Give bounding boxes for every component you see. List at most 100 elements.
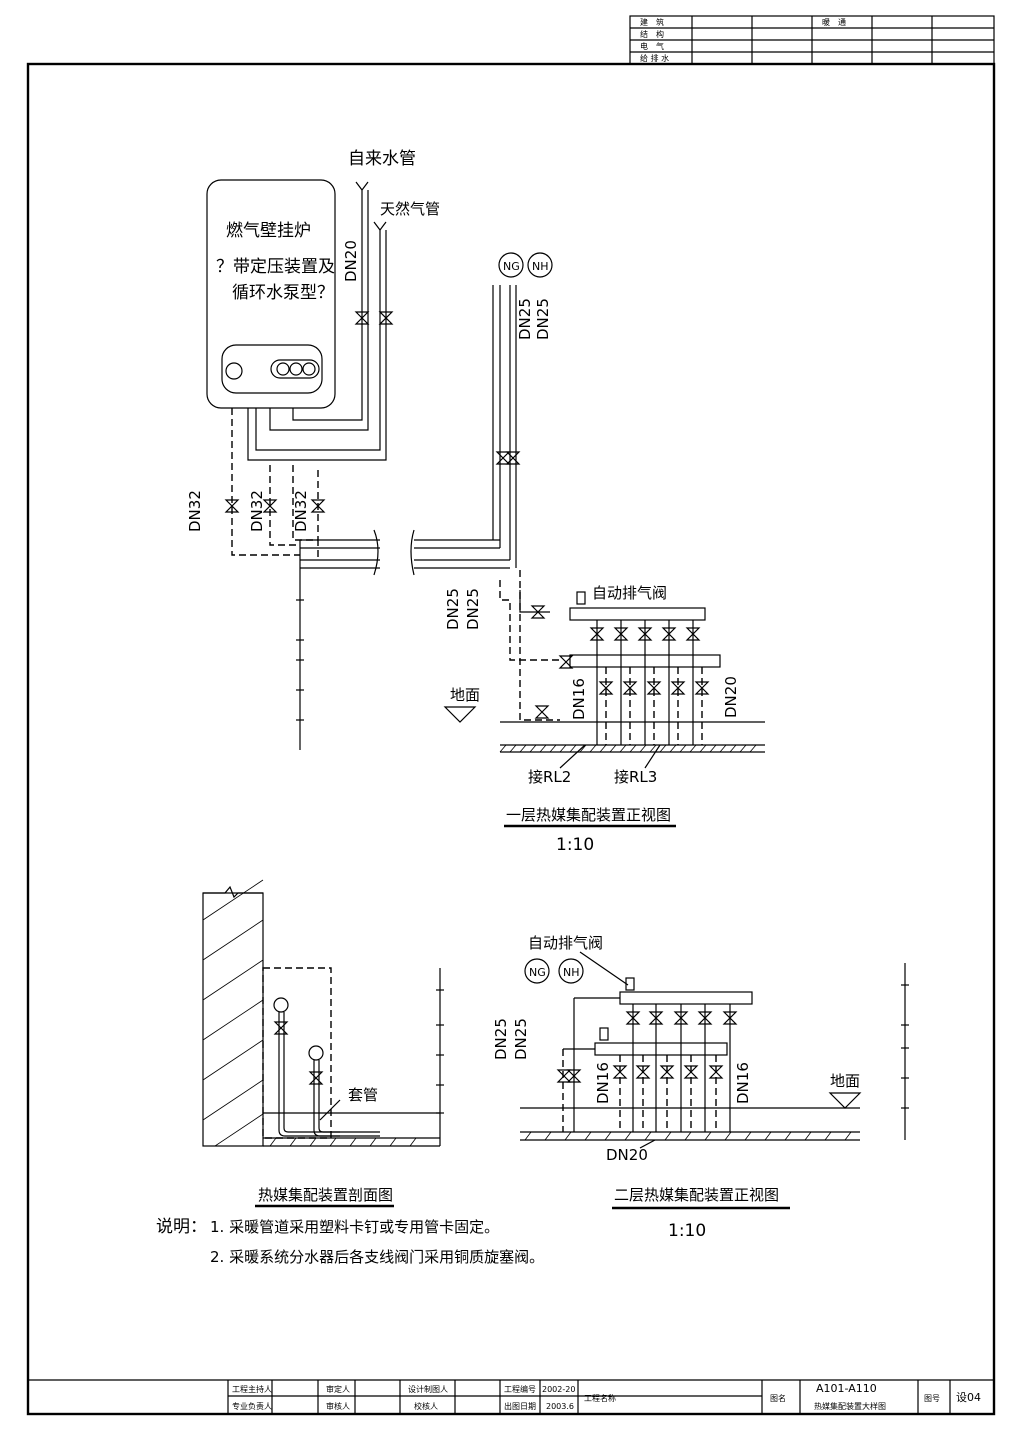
valve-icon [556,1069,572,1083]
boiler-knob-icon [276,362,290,376]
pressure-gauge-icon [308,1045,324,1061]
water-pipe-label: 自来水管 [348,149,416,169]
connect-rl3-label: 接RL3 [614,768,657,786]
valve-icon [378,311,394,325]
nh-marker [558,958,584,984]
dn25-label-2: DN25 [534,298,552,340]
nh-label-2: NH [563,966,580,979]
floor1-manifold-view: NG NH DN25 DN25 DN25 DN25 自动排气阀 [443,252,765,855]
tb-sheet-no-label: 图号 [924,1394,940,1403]
dn25-label-5: DN25 [492,1018,510,1060]
tb-discipline-lead: 专业负责人 [232,1401,272,1411]
valve-icon [310,499,326,513]
tb-drawing-name-label: 图名 [770,1393,786,1403]
wall [202,892,264,1147]
boiler-desc-1: ？带定压装置及 [216,257,335,277]
tb-project-lead: 工程主持人 [232,1384,272,1394]
tb-date-label: 出图日期 [504,1401,536,1411]
valve-icon [273,1021,289,1035]
section-view: 套管 热媒集配装置剖面图 [202,879,444,1208]
tb-project-no-label: 工程编号 [504,1384,536,1394]
tb-project-no: 2002-20 [542,1385,575,1394]
pressure-gauge-icon [273,997,289,1013]
dn32-label-3: DN32 [292,490,310,532]
return-manifold-2 [594,1042,728,1056]
dn16-label-2: DN16 [594,1062,612,1104]
notes: 说明： 1. 采暖管道采用塑料卡钉或专用管卡固定。 2. 采暖系统分水器后各支线… [156,1217,544,1266]
ground-label-2: 地面 [830,1072,860,1090]
dn32-label-2: DN32 [248,490,266,532]
tb-sheet-no: 设04 [956,1391,981,1404]
dn25-label-3: DN25 [444,588,462,630]
ng-marker [524,958,550,984]
title-block: 工程主持人 专业负责人 审定人 审核人 设计制图人 校核人 工程编号 2002-… [28,1379,994,1414]
dn20-label-3: DN20 [606,1146,648,1164]
ground-label-1: 地面 [450,686,480,704]
dn25-label-6: DN25 [512,1018,530,1060]
dn32-label-1: DN32 [186,490,204,532]
tb-proofreader: 校核人 [414,1401,438,1411]
valve-icon [566,1069,582,1083]
boiler-control-panel [221,344,323,394]
supply-manifold [569,607,706,621]
dn25-label-1: DN25 [516,298,534,340]
valve-icon [308,1071,324,1085]
floor1-scale: 1:10 [556,835,594,855]
valve-icon [495,451,511,465]
ng-label: NG [503,260,520,273]
valve-icon [224,499,240,513]
supply-manifold-2 [619,991,753,1005]
table-row-plumbing: 给 排 水 [640,53,669,63]
boiler-body [206,179,336,409]
boiler-diagram: DN32 DN32 DN32 DN20 燃气壁挂炉 ？带定压装置及 循环水泵型？… [186,149,510,750]
tb-designer: 设计制图人 [408,1384,448,1394]
nh-label: NH [532,260,549,273]
air-vent-icon [625,977,635,991]
valve-icon [530,605,546,619]
table-row-electrical: 电 气 [640,41,664,51]
sleeve-label: 套管 [348,1086,378,1104]
ng-marker [498,252,524,278]
tb-project-name-label: 工程名称 [584,1393,616,1403]
tb-drawing-name-1: A101-A110 [816,1382,877,1395]
air-valve-label-2: 自动排气阀 [528,934,603,952]
boiler-title: 燃气壁挂炉 [226,221,311,241]
dn16-label-1: DN16 [570,678,588,720]
gas-pipe-label: 天然气管 [380,200,440,218]
air-vent-icon [599,1027,609,1041]
floor2-scale: 1:10 [668,1221,706,1241]
dn16-label-3: DN16 [734,1062,752,1104]
dn20-label-2: DN20 [722,676,740,718]
notes-prefix: 说明： [156,1217,207,1237]
valve-icon [354,311,370,325]
ground-marker-2 [828,1092,862,1109]
boiler-desc-2: 循环水泵型？ [232,283,334,303]
discipline-table: 建 筑 结 构 电 气 给 排 水 暖 通 [629,15,995,65]
tb-reviewer: 审定人 [326,1384,350,1394]
dn25-label-4: DN25 [464,588,482,630]
section-view-title: 热媒集配装置剖面图 [258,1186,393,1204]
ground-marker [443,706,477,723]
note-1: 1. 采暖管道采用塑料卡钉或专用管卡固定。 [210,1218,499,1236]
air-vent-icon [576,591,586,605]
table-row-structure: 结 构 [640,29,664,39]
valve-icon [505,451,521,465]
note-2: 2. 采暖系统分水器后各支线阀门采用铜质旋塞阀。 [210,1248,544,1266]
tb-drawing-name-2: 热媒集配装置大样图 [814,1401,886,1411]
connect-rl2-label: 接RL2 [528,768,571,786]
floor1-view-title: 一层热媒集配装置正视图 [506,806,671,824]
boiler-gauge-icon [225,362,243,380]
nh-marker [527,252,553,278]
dn20-label: DN20 [342,240,360,282]
floor2-manifold-view: 自动排气阀 NG NH [492,934,909,1241]
air-valve-label-1: 自动排气阀 [592,584,667,602]
valve-icon [262,499,278,513]
floor2-view-title: 二层热媒集配装置正视图 [614,1186,779,1204]
ng-label-2: NG [529,966,546,979]
table-hvac-label: 暖 通 [822,17,846,27]
valve-icon [534,705,550,719]
table-row-architecture: 建 筑 [640,17,664,27]
tb-checker: 审核人 [326,1401,350,1411]
valve-icon [558,655,574,669]
